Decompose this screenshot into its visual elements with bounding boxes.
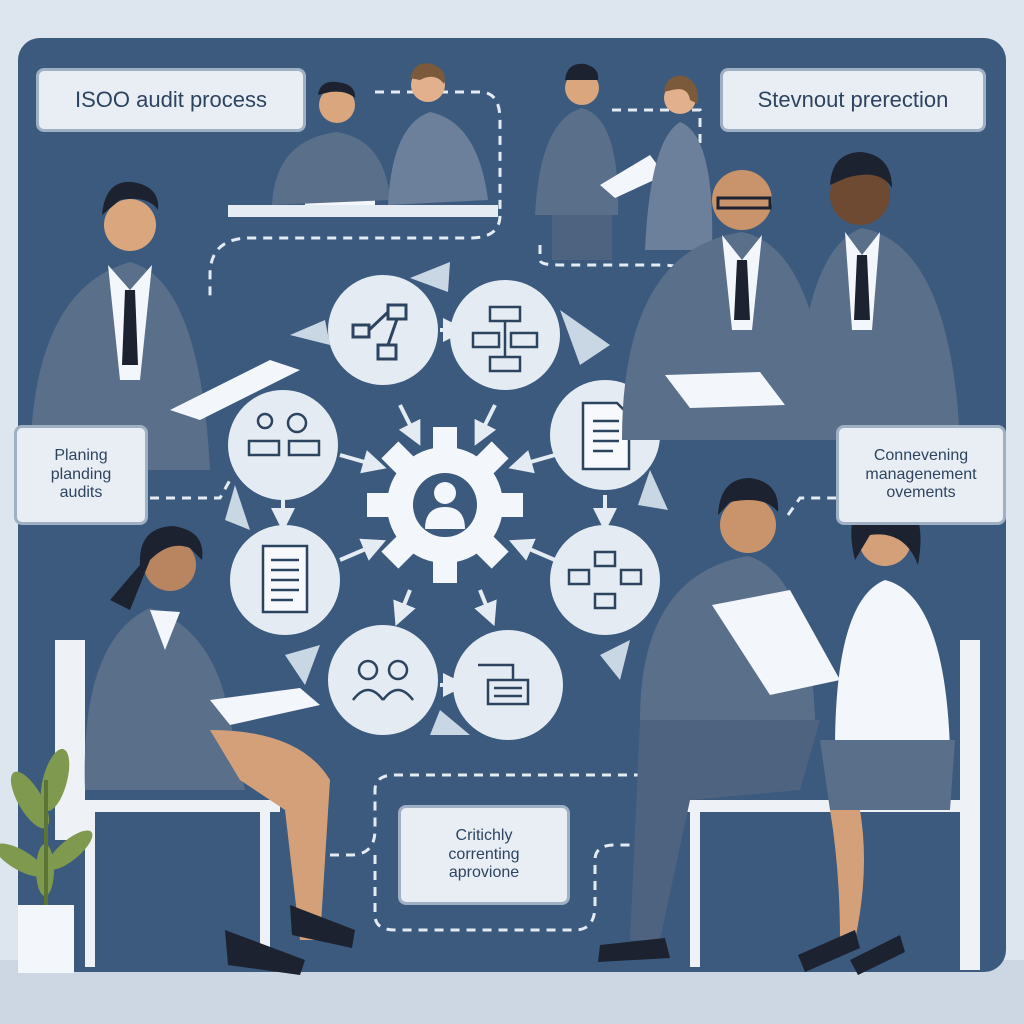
left-man [30, 181, 300, 470]
label-management-line-1: Connevening [873, 447, 969, 465]
label-planning-line-3: audits [59, 484, 103, 502]
node-sitemap [450, 280, 560, 390]
node-form [453, 630, 563, 740]
label-top-right-text: Stevnout prerection [757, 87, 949, 113]
label-management: Connevening managenement ovements [836, 425, 1006, 525]
node-report [230, 525, 340, 635]
right-men [622, 152, 960, 440]
label-correcting-line-3: aprovione [448, 864, 520, 882]
node-people [328, 625, 438, 735]
flowchart-icon [351, 303, 408, 361]
label-audit-process: ISOO audit process [36, 68, 306, 132]
node-settings [228, 390, 338, 500]
label-correcting-line-2: correnting [448, 845, 520, 863]
node-flowchart [328, 275, 438, 385]
cycle-nodes [228, 275, 660, 740]
label-audit-process-text: ISOO audit process [75, 87, 267, 113]
label-top-right: Stevnout prerection [720, 68, 986, 132]
potted-plant [0, 748, 93, 973]
settings-icon [247, 412, 321, 457]
seated-woman-left [55, 526, 355, 975]
report-icon [261, 544, 309, 614]
label-planning: Planing planding audits [14, 425, 148, 525]
diagram-icon [567, 550, 643, 610]
node-diagram [550, 525, 660, 635]
top-desk-scene [228, 63, 713, 260]
label-management-line-3: ovements [886, 484, 956, 502]
label-planning-line-1: Planing [54, 447, 108, 465]
gear-person-icon [367, 427, 523, 583]
label-management-line-2: managenement [865, 465, 977, 483]
label-correcting: Critichly correnting aprovione [398, 805, 570, 905]
form-icon [478, 663, 530, 706]
sitemap-icon [471, 305, 539, 373]
seated-pair-right [598, 478, 980, 975]
people-icon [352, 659, 414, 701]
cycle-arrows [225, 262, 668, 735]
document-icon [581, 401, 631, 471]
label-planning-line-2: planding [50, 465, 112, 483]
label-correcting-line-1: Critichly [455, 827, 513, 845]
